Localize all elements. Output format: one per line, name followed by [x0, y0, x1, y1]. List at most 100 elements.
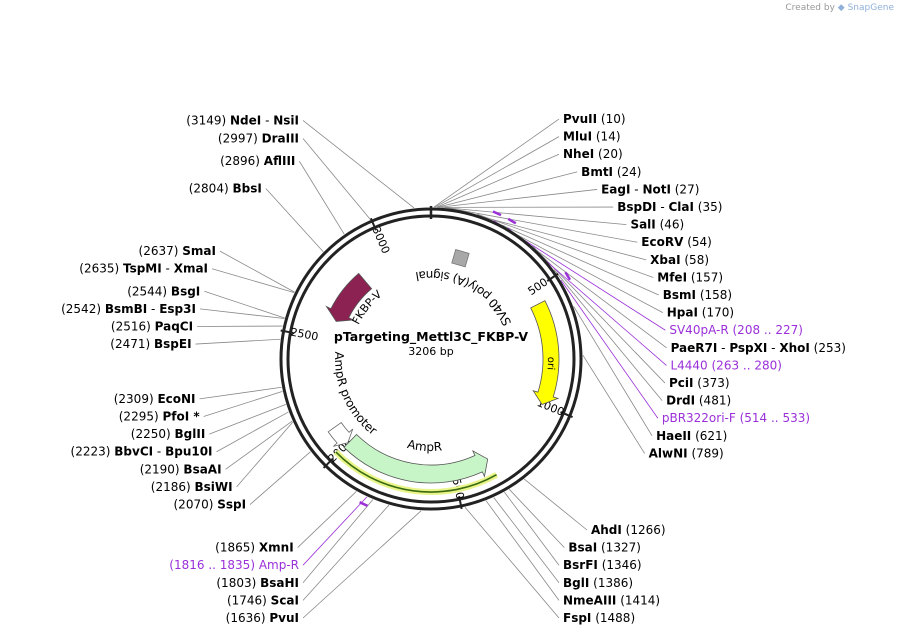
- site-label-alwni: AlwNI (789): [649, 446, 724, 460]
- site-label-bspei: (2471) BspEI: [110, 337, 191, 351]
- feature-ori: [530, 300, 560, 406]
- plasmid-name: pTargeting_Mettl3C_FKBP-V: [334, 329, 528, 345]
- site-label-bbsi: (2804) BbsI: [189, 182, 262, 196]
- snapgene-logo-icon: ◆: [837, 3, 845, 13]
- site-label-eagi: EagI - NotI (27): [601, 182, 699, 196]
- feature-sv40-poly-a-signal: [451, 249, 470, 268]
- site-label-pfoi: (2295) PfoI *: [119, 410, 201, 424]
- site-label-ecorv: EcoRV (54): [641, 235, 712, 249]
- site-connector: [302, 138, 371, 220]
- primer-mark: [507, 217, 517, 225]
- primer-label-pbr322ori-f: pBR322ori-F (514 .. 533): [662, 411, 810, 425]
- site-connector: [302, 120, 415, 209]
- feature-ampr-promoter: [327, 422, 354, 447]
- site-connector: [219, 250, 295, 293]
- site-label-nhei: NheI (20): [563, 147, 623, 161]
- tick-mark: [546, 272, 559, 282]
- plasmid-size: 3206 bp: [408, 345, 453, 358]
- site-connector: [302, 504, 390, 601]
- site-label-sspi: (2070) SspI: [174, 498, 247, 512]
- primer-label-l4440: L4440 (263 .. 280): [670, 358, 781, 372]
- site-connector: [434, 136, 560, 208]
- site-label-bbvci: (2223) BbvCI - Bpu10I: [71, 445, 213, 459]
- site-label-fspi: FspI (1488): [563, 611, 635, 625]
- site-label-bspdi: BspDI - ClaI (35): [617, 200, 722, 214]
- site-connector: [209, 403, 287, 435]
- tick-label: 500: [526, 275, 551, 297]
- site-connector: [199, 308, 285, 319]
- site-label-tspmi: (2635) TspMI - XmaI: [79, 262, 208, 276]
- site-label-bsrfi: BsrFI (1346): [563, 558, 642, 572]
- site-label-haeii: HaeII (621): [656, 429, 727, 443]
- site-label-afliii: (2896) AflIII: [220, 154, 295, 168]
- site-connector: [195, 338, 281, 345]
- site-connector: [438, 171, 578, 208]
- site-label-sali: SalI (46): [630, 218, 684, 232]
- site-connector: [446, 207, 638, 243]
- site-label-econi: (2309) EcoNI: [114, 392, 196, 406]
- tick-label: 2500: [289, 326, 319, 344]
- site-connector: [204, 290, 285, 319]
- site-label-bgli: BglI (1386): [563, 576, 633, 590]
- site-connector: [299, 161, 345, 235]
- tick-mark: [369, 217, 377, 231]
- site-label-pvuii: PvuII (10): [563, 112, 626, 126]
- primer-connector: [560, 279, 659, 419]
- site-label-xbai: XbaI (58): [650, 253, 709, 267]
- site-label-bsgi: (2544) BsgI: [127, 284, 200, 298]
- tick-mark: [322, 458, 334, 469]
- site-connector: [573, 306, 653, 437]
- site-label-scai: (1746) ScaI: [227, 593, 299, 607]
- site-label-paqci: (2516) PaqCI: [111, 319, 193, 333]
- site-connector: [302, 510, 422, 619]
- feature-label-ori: ori: [545, 357, 556, 371]
- site-label-bglii: (2250) BglII: [131, 427, 206, 441]
- site-label-ahdi: AhdI (1266): [591, 523, 666, 537]
- credit-brand: SnapGene: [847, 3, 894, 13]
- credit-prefix: Created by: [785, 3, 835, 13]
- primer-mark: [359, 501, 369, 508]
- site-connector: [236, 421, 294, 488]
- feature-label-ampr: AmpR: [406, 437, 443, 454]
- site-connectors: [195, 118, 667, 619]
- site-label-bsmi: BsmI (158): [663, 288, 732, 302]
- site-label-bsiwi: (2186) BsiWI: [151, 480, 233, 494]
- feature-ampr: [343, 433, 489, 484]
- site-label-paer7i: PaeR7I - PspXI - XhoI (253): [671, 341, 846, 355]
- site-connector: [211, 268, 295, 294]
- site-connector: [504, 491, 560, 566]
- site-connector: [582, 355, 645, 454]
- tick-label: 3000: [369, 225, 392, 256]
- site-connector: [297, 491, 357, 548]
- tick-mark: [560, 411, 573, 418]
- feature-fkbp-v: [325, 272, 373, 322]
- site-label-bsaai: (2190) BsaAI: [140, 462, 222, 476]
- site-label-xmni: (1865) XmnI: [215, 541, 293, 555]
- site-connector: [216, 411, 289, 453]
- site-connector: [433, 118, 560, 208]
- site-connector: [464, 506, 560, 619]
- site-connector: [436, 153, 560, 208]
- site-connector: [199, 386, 282, 400]
- tick-mark: [280, 329, 294, 334]
- ampr-extent-line: [335, 451, 497, 493]
- primer-mark: [564, 271, 572, 281]
- site-label-mfei: MfeI (157): [657, 270, 723, 284]
- site-connector: [302, 499, 374, 584]
- site-connector: [493, 497, 560, 584]
- site-label-pvui: (1636) PvuI: [226, 611, 299, 625]
- site-label-bsmbi: (2542) BsmBI - Esp3I: [61, 302, 196, 316]
- primer-connector: [302, 496, 368, 566]
- snapgene-credit: Created by ◆ SnapGene: [785, 3, 894, 13]
- site-connector: [508, 489, 565, 548]
- site-label-ndei: (3149) NdeI - NsiI: [186, 113, 299, 127]
- site-connector: [485, 500, 560, 601]
- site-connector: [476, 213, 654, 278]
- site-connector: [438, 189, 598, 208]
- site-label-mlui: MluI (14): [563, 130, 621, 144]
- site-label-nmeaiii: NmeAIII (1414): [563, 593, 660, 607]
- site-label-bsahi: (1803) BsaHI: [216, 576, 299, 590]
- backbone-outer: [279, 207, 583, 511]
